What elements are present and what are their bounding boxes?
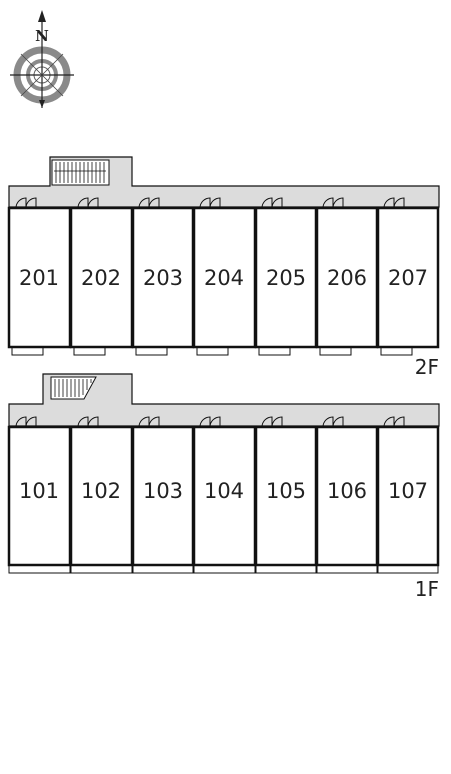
- unit-label: 103: [143, 479, 183, 503]
- unit-label: 206: [327, 266, 367, 290]
- unit-104[interactable]: 104: [192, 416, 257, 574]
- compass-icon: N: [10, 10, 74, 108]
- unit-label: 101: [19, 479, 59, 503]
- unit-103[interactable]: 103: [131, 416, 195, 574]
- unit-label: 202: [81, 266, 121, 290]
- unit-201[interactable]: 201: [7, 197, 72, 356]
- unit-203[interactable]: 203: [131, 197, 195, 356]
- unit-204[interactable]: 204: [192, 197, 257, 356]
- unit-label: 105: [266, 479, 306, 503]
- unit-label: 102: [81, 479, 121, 503]
- staircase-1f: [50, 376, 97, 400]
- unit-107[interactable]: 107: [376, 416, 440, 574]
- staircase-2f: [51, 159, 110, 186]
- floor-1f: 101 102 103 104 105: [7, 373, 440, 601]
- unit-207[interactable]: 207: [376, 197, 440, 356]
- unit-label: 107: [388, 479, 428, 503]
- floor-2f: 201 202 203 204 205: [7, 156, 440, 379]
- unit-label: 203: [143, 266, 183, 290]
- unit-label: 207: [388, 266, 428, 290]
- unit-label: 104: [204, 479, 244, 503]
- unit-label: 201: [19, 266, 59, 290]
- floor-label-1f: 1F: [415, 577, 439, 601]
- unit-106[interactable]: 106: [315, 416, 379, 574]
- unit-205[interactable]: 205: [254, 197, 318, 356]
- unit-206[interactable]: 206: [315, 197, 379, 356]
- unit-202[interactable]: 202: [69, 197, 134, 356]
- unit-101[interactable]: 101: [7, 416, 72, 574]
- unit-label: 204: [204, 266, 244, 290]
- unit-label: 106: [327, 479, 367, 503]
- unit-label: 205: [266, 266, 306, 290]
- unit-102[interactable]: 102: [69, 416, 134, 574]
- unit-105[interactable]: 105: [254, 416, 318, 574]
- compass-north-label: N: [35, 27, 49, 45]
- floor-label-2f: 2F: [415, 355, 439, 379]
